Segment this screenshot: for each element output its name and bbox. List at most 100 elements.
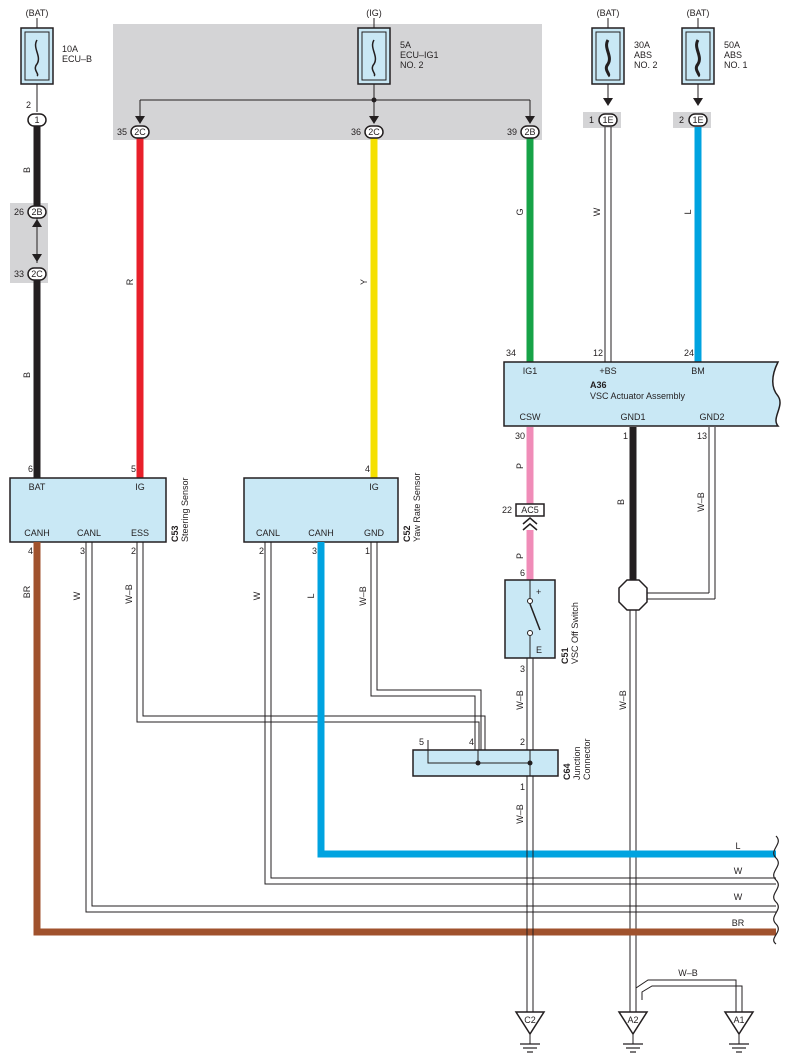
break-mark: [773, 835, 779, 945]
fuse-name-2: NO. 1: [724, 60, 748, 70]
svg-text:2B: 2B: [31, 207, 42, 217]
svg-text:1E: 1E: [602, 115, 613, 125]
fuse-icon: [34, 39, 40, 77]
wire-color-labels-top: B B R Y G W L: [22, 167, 693, 378]
junction-connector-1e-l: 1E 2: [679, 113, 708, 127]
wire-wb-ess: [136, 542, 486, 762]
svg-text:IG: IG: [369, 482, 379, 492]
svg-text:CANH: CANH: [308, 528, 334, 538]
component-name: Junction: [572, 746, 582, 780]
svg-text:W–B: W–B: [124, 584, 134, 604]
fuse-source-label: (BAT): [26, 8, 49, 18]
fuse-ecu-ig1: (IG) 5A ECU–IG1 NO. 2: [357, 8, 439, 100]
svg-text:1: 1: [520, 782, 525, 792]
svg-text:5: 5: [419, 737, 424, 747]
svg-text:2: 2: [259, 546, 264, 556]
svg-text:W–B: W–B: [358, 586, 368, 606]
svg-text:B: B: [616, 499, 626, 505]
svg-text:W–B: W–B: [515, 690, 525, 710]
wire-w-canl-yaw: [264, 542, 776, 885]
junction-connector-2c-y: 2C 36: [351, 125, 384, 139]
junction-connector-2c-mid: 2C 33: [14, 267, 47, 281]
junction-connector-c64: 5 4 2 1 C64 Junction Connector: [412, 737, 592, 792]
fuse-icon: [371, 39, 377, 77]
wire-br-canh: [33, 542, 776, 936]
svg-text:35: 35: [117, 127, 127, 137]
wire-w-abs: [604, 127, 612, 362]
svg-text:BM: BM: [691, 366, 705, 376]
junction-connector-1: 1 2: [26, 100, 47, 127]
component-code: A36: [590, 380, 607, 390]
svg-text:GND: GND: [364, 528, 385, 538]
svg-text:13: 13: [697, 431, 707, 441]
component-code: C52: [402, 525, 412, 542]
svg-text:A1: A1: [733, 1015, 744, 1025]
svg-text:A2: A2: [627, 1015, 638, 1025]
svg-text:B: B: [22, 372, 32, 378]
svg-text:+: +: [536, 587, 541, 597]
fuse-source-label: (BAT): [597, 8, 620, 18]
wire-b-battery: [32, 126, 42, 478]
component-code: C51: [560, 647, 570, 664]
splice-point: [618, 579, 648, 611]
svg-text:2C: 2C: [31, 269, 43, 279]
steering-sensor: 6 5 BAT IG CANH CANL ESS C53 Steering Se…: [9, 464, 190, 556]
svg-text:2C: 2C: [368, 127, 380, 137]
fuse-source-label: (BAT): [687, 8, 710, 18]
svg-text:P: P: [515, 553, 525, 559]
component-name: VSC Actuator Assembly: [590, 391, 686, 401]
svg-text:4: 4: [469, 737, 474, 747]
svg-text:33: 33: [14, 269, 24, 279]
svg-text:1: 1: [34, 115, 39, 125]
fuse-name-2: NO. 2: [634, 60, 658, 70]
svg-text:BR: BR: [22, 585, 32, 598]
ground-c2: C2: [514, 1011, 546, 1053]
junction-connector-1e-w: 1E 1: [589, 113, 618, 127]
fuse-rating: 30A: [634, 40, 650, 50]
wire-w-canl-steering: [85, 542, 776, 913]
svg-text:26: 26: [14, 207, 24, 217]
svg-text:CANL: CANL: [256, 528, 280, 538]
fuse-rating: 10A: [62, 44, 78, 54]
svg-text:3: 3: [520, 664, 525, 674]
component-name-2: Connector: [582, 738, 592, 780]
svg-text:P: P: [515, 463, 525, 469]
svg-text:36: 36: [351, 127, 361, 137]
fuse-rating: 50A: [724, 40, 740, 50]
svg-text:3: 3: [312, 546, 317, 556]
svg-text:6: 6: [28, 464, 33, 474]
component-code: C64: [562, 763, 572, 780]
svg-text:IG1: IG1: [523, 366, 538, 376]
svg-text:3: 3: [80, 546, 85, 556]
component-name: VSC Off Switch: [570, 602, 580, 664]
wire-wb-a1: [635, 979, 743, 1012]
fuse-name-2: NO. 2: [400, 60, 424, 70]
fuse-name: ECU–IG1: [400, 50, 439, 60]
svg-text:5: 5: [131, 464, 136, 474]
svg-text:L: L: [306, 593, 316, 598]
ground-a2: A2: [617, 1011, 649, 1053]
fuse-abs-no2: (BAT) 30A ABS NO. 2: [591, 8, 658, 106]
svg-text:1E: 1E: [692, 115, 703, 125]
svg-text:+BS: +BS: [599, 366, 616, 376]
ac5-connector: AC5 22: [502, 503, 545, 531]
svg-text:W–B: W–B: [515, 804, 525, 824]
svg-text:4: 4: [28, 546, 33, 556]
fuse-name: ECU–B: [62, 54, 92, 64]
junction-connector-2c-r: 2C 35: [117, 125, 150, 139]
junction-connector-2b-g: 2B 39: [507, 125, 540, 139]
svg-text:34: 34: [506, 348, 516, 358]
bus-wire-labels: L W W BR: [732, 841, 745, 928]
svg-text:CANH: CANH: [24, 528, 50, 538]
svg-text:BR: BR: [732, 918, 745, 928]
switch-icon: [529, 603, 541, 631]
fuse-rating: 5A: [400, 40, 411, 50]
svg-text:39: 39: [507, 127, 517, 137]
component-name: Steering Sensor: [180, 477, 190, 542]
svg-text:2C: 2C: [134, 127, 146, 137]
yaw-rate-sensor: 4 IG CANL CANH GND C52 Yaw Rate Sensor 2…: [243, 464, 422, 556]
wire-wb-gnd2: [646, 427, 716, 600]
fuse-name: ABS: [634, 50, 652, 60]
svg-text:BAT: BAT: [29, 482, 46, 492]
